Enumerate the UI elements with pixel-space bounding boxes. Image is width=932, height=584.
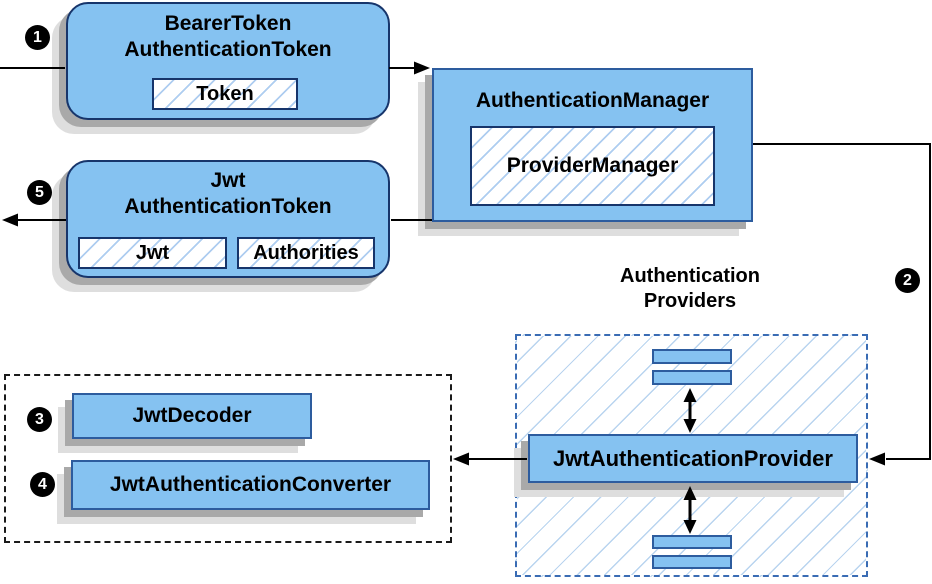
- step5-outgoing-arrow: [2, 213, 66, 227]
- step-5-badge: 5: [27, 180, 52, 205]
- authentication-manager-title: AuthenticationManager: [475, 89, 710, 112]
- jwt-decoder-node: JwtDecoder: [72, 393, 312, 439]
- bearer-token-authentication-token-node: BearerToken AuthenticationToken Token: [66, 2, 390, 120]
- jwt-token-title-line2: AuthenticationToken: [124, 195, 332, 218]
- step-4-badge: 4: [30, 472, 55, 497]
- provider-manager-field: ProviderManager: [470, 126, 715, 206]
- other-provider-bar-bottom-1: [652, 535, 732, 549]
- decoder-converter-group-box: [4, 374, 452, 543]
- bearer-token-title-line2: AuthenticationToken: [124, 38, 332, 61]
- bearer-token-node-title: BearerToken AuthenticationToken: [68, 11, 388, 63]
- authorities-field: Authorities: [237, 237, 375, 269]
- jwt-token-node-title: Jwt AuthenticationToken: [68, 168, 388, 220]
- jwt-token-title-line1: Jwt: [210, 169, 246, 192]
- authentication-manager-node: AuthenticationManager ProviderManager: [432, 68, 753, 222]
- jwt-authentication-converter-node: JwtAuthenticationConverter: [71, 460, 430, 510]
- arrow-into-authentication-manager: [389, 61, 430, 75]
- jwt-decoder-title: JwtDecoder: [132, 404, 252, 427]
- authentication-providers-label: Authentication Providers: [565, 264, 815, 314]
- authentication-providers-label-line1: Authentication: [620, 265, 760, 287]
- other-provider-bar-top-2: [652, 370, 732, 385]
- other-provider-bar-top-1: [652, 349, 732, 364]
- jwt-field: Jwt: [78, 237, 227, 269]
- jwt-authentication-provider-node: JwtAuthenticationProvider: [528, 434, 858, 483]
- token-field: Token: [152, 78, 298, 110]
- other-provider-bar-bottom-2: [652, 555, 732, 569]
- step-1-badge: 1: [25, 25, 50, 50]
- bearer-token-title-line1: BearerToken: [164, 12, 292, 35]
- step-2-badge: 2: [895, 268, 920, 293]
- jwt-authentication-provider-title: JwtAuthenticationProvider: [553, 445, 833, 471]
- step-3-badge: 3: [27, 407, 52, 432]
- authentication-providers-label-line2: Providers: [643, 290, 737, 312]
- jwt-authentication-token-node: Jwt AuthenticationToken Jwt Authorities: [66, 160, 390, 278]
- jwt-authentication-converter-title: JwtAuthenticationConverter: [109, 473, 392, 496]
